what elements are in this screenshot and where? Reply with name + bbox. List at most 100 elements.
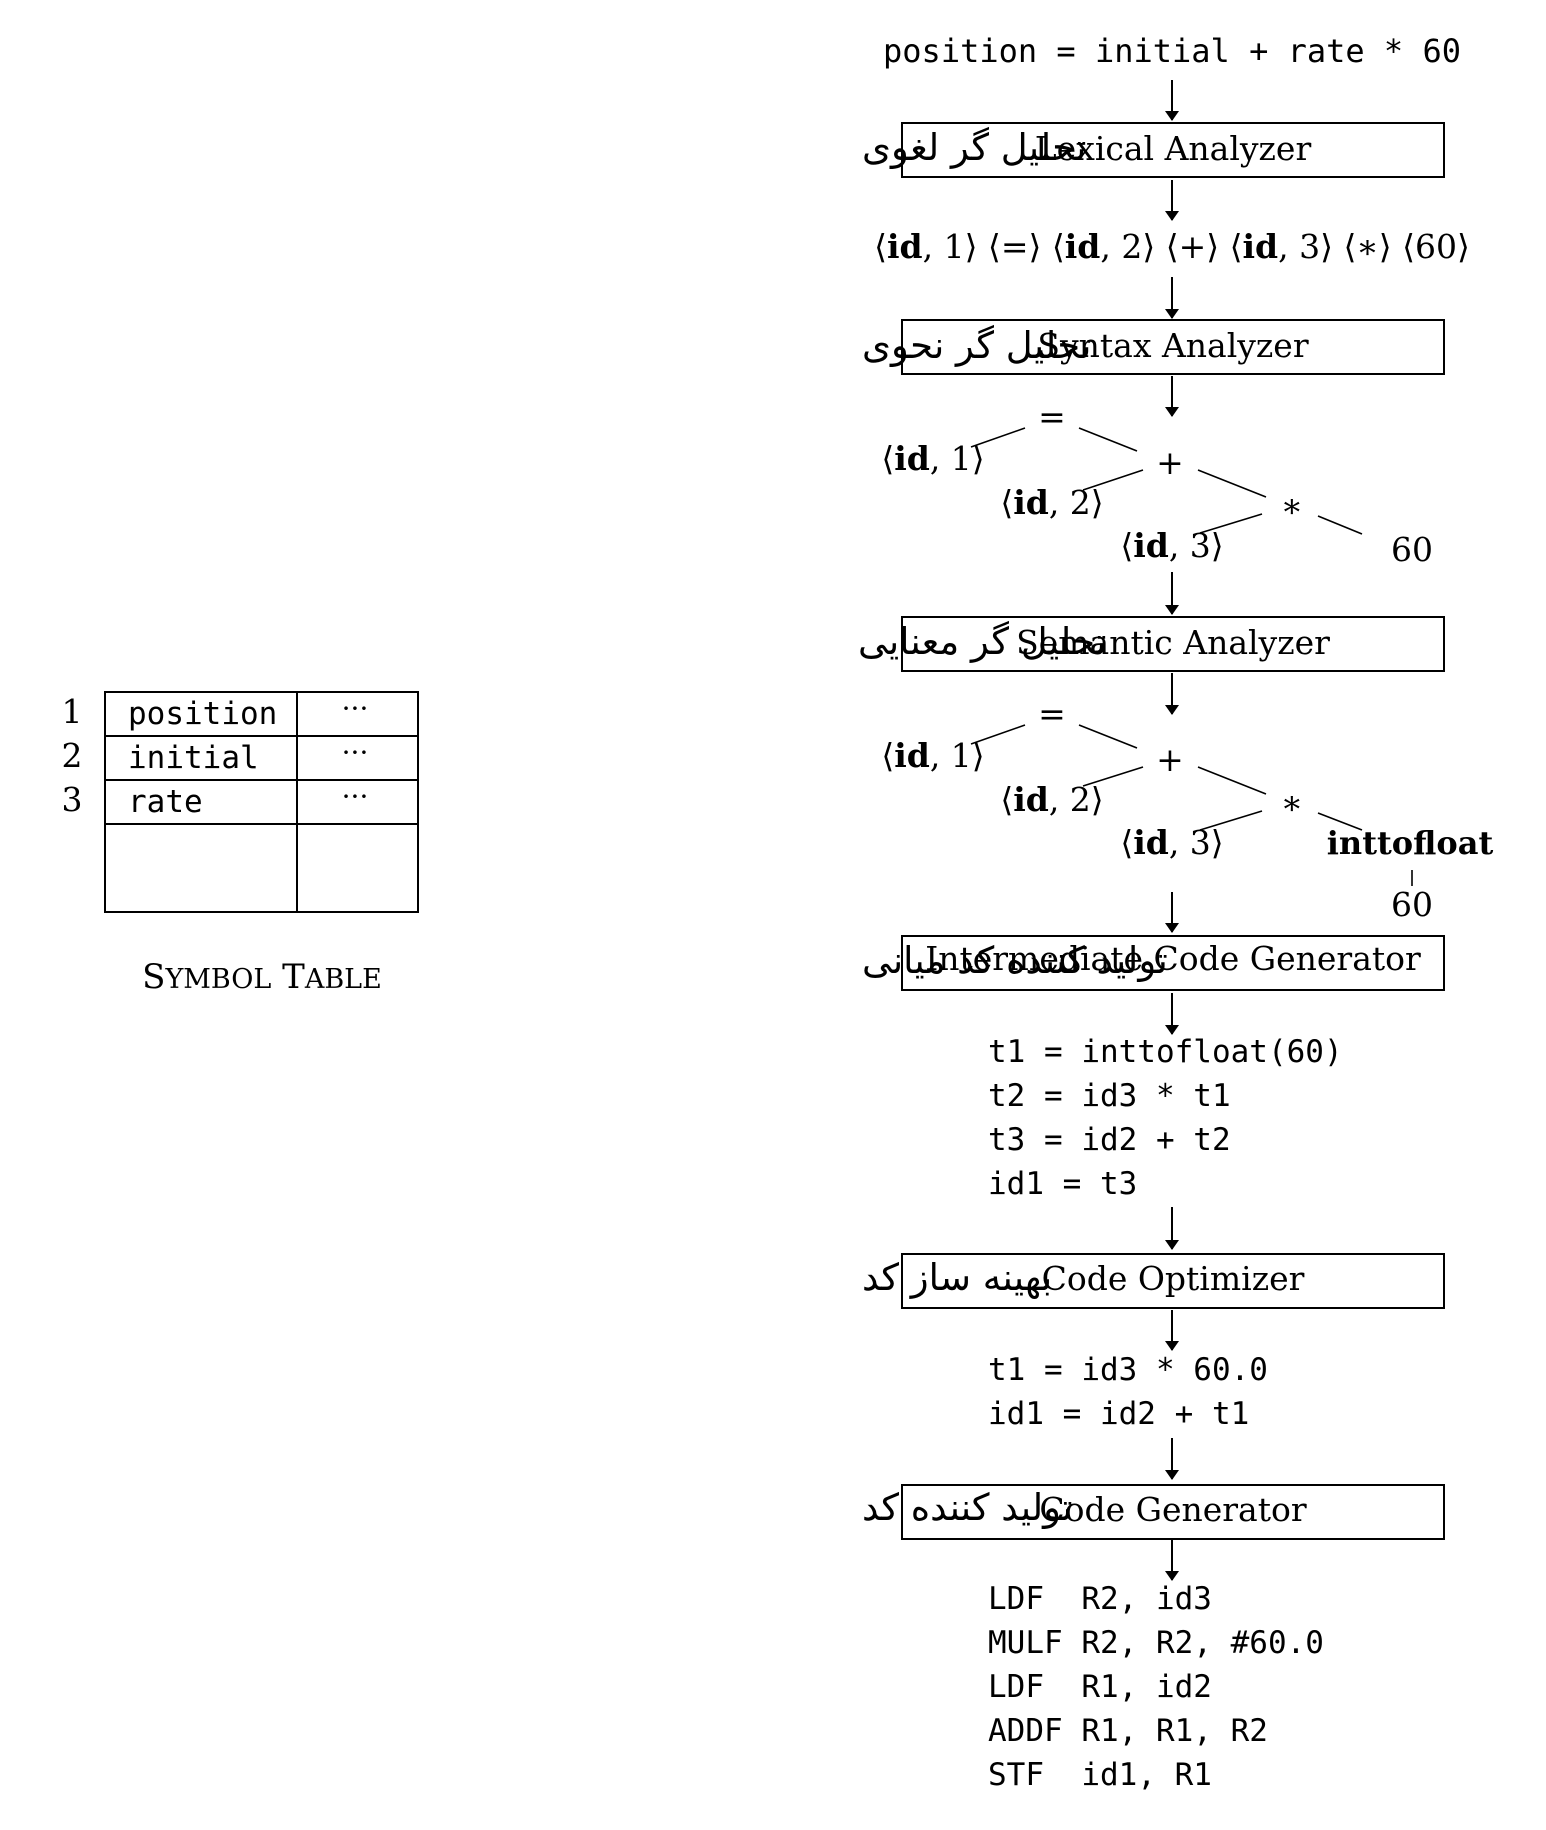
semantic-assign-node: = <box>1038 694 1066 733</box>
syntax-id3-kind: id <box>1133 526 1169 565</box>
syntax-tree: = + ∗ ⟨id, 1⟩ ⟨id, 2⟩ ⟨id, 3⟩ 60 <box>881 397 1433 569</box>
caption-word-2-initial: T <box>282 957 305 997</box>
semantic-id3-node: ⟨id, 3⟩ <box>1120 823 1223 862</box>
intermediate-line-1: t1 = inttofloat(60) <box>988 1034 1343 1070</box>
syntax-id2-kind: id <box>1013 483 1049 522</box>
semantic-tree-edges <box>970 724 1413 886</box>
phase-label-semantic: Semantic Analyzer <box>1016 623 1330 662</box>
phase-4: Intermediate Code Generator تولید کننده … <box>862 935 1445 991</box>
token-7-close: ⟩ <box>1457 227 1470 266</box>
syntax-assign-node: = <box>1038 397 1066 436</box>
phase-label-generator: Code Generator <box>1039 1490 1307 1529</box>
edge-assign-id1 <box>970 427 1026 448</box>
semantic-id2-node: ⟨id, 2⟩ <box>1000 780 1103 819</box>
semantic-times-node: ∗ <box>1281 783 1303 822</box>
phase-label-syntax: Syntax Analyzer <box>1037 326 1308 365</box>
caption-word-1-initial: S <box>142 957 165 997</box>
syntax-id1-node: ⟨id, 1⟩ <box>881 439 984 478</box>
edge-times-id3 <box>1199 810 1263 831</box>
symbol-row-name: initial <box>128 740 259 776</box>
target-code: LDF R2, id3 MULF R2, R2, #60.0 LDF R1, i… <box>988 1581 1324 1793</box>
symbol-row-index: 2 <box>62 736 83 775</box>
symbol-row-info: ··· <box>342 692 369 725</box>
token-5-close: ⟩ ⟨ <box>1320 227 1356 266</box>
token-1-open: ⟨ <box>874 227 887 266</box>
phase-box-optimizer <box>901 1253 1445 1309</box>
intermediate-line-2: t2 = id3 * t1 <box>988 1078 1231 1114</box>
syntax-times-node: ∗ <box>1281 486 1303 525</box>
semantic-id1-node: ⟨id, 1⟩ <box>881 736 984 775</box>
symbol-table-caption: SYMBOL TABLE <box>142 957 382 997</box>
semantic-id3-kind: id <box>1133 823 1169 862</box>
syntax-plus-node: + <box>1156 443 1184 482</box>
syntax-id1-num: 1 <box>951 439 972 478</box>
token-stream: ⟨id, 1⟩ ⟨=⟩ ⟨id, 2⟩ ⟨+⟩ ⟨id, 3⟩ ⟨∗⟩ ⟨60⟩ <box>874 227 1470 266</box>
syntax-id3-node: ⟨id, 3⟩ <box>1120 526 1223 565</box>
semantic-conversion-node: inttofloat <box>1327 824 1494 862</box>
token-2-close: ⟩ ⟨ <box>1028 227 1064 266</box>
token-1-close: ⟩ ⟨ <box>965 227 1001 266</box>
persian-label-optimizer: بهینه ساز کد <box>862 1256 1052 1299</box>
token-6-close: ⟩ ⟨ <box>1379 227 1415 266</box>
token-1-kind: id <box>887 227 923 266</box>
phase-box-intermediate <box>901 935 1445 991</box>
edge-plus-times <box>1197 766 1267 795</box>
optimized-line-2: id1 = id2 + t1 <box>988 1396 1249 1432</box>
target-line-5: STF id1, R1 <box>988 1757 1212 1793</box>
edge-plus-id2 <box>1082 766 1144 787</box>
syntax-id3-num: 3 <box>1190 526 1211 565</box>
caption-space <box>271 957 282 997</box>
symbol-row-index: 1 <box>62 692 83 731</box>
persian-label-intermediate: تولید کننده کد میانی <box>862 939 1168 982</box>
target-line-2: MULF R2, R2, #60.0 <box>988 1625 1324 1661</box>
symbol-row-info: ··· <box>342 780 369 813</box>
symbol-table-border <box>104 691 419 913</box>
symbol-table-row: 1 position ··· <box>62 692 369 732</box>
syntax-id1-kind: id <box>894 439 930 478</box>
semantic-plus-node: + <box>1156 740 1184 779</box>
symbol-table-row: 3 rate ··· <box>62 780 369 820</box>
target-line-3: LDF R1, id2 <box>988 1669 1212 1705</box>
edge-times-id3 <box>1199 513 1263 534</box>
token-1-num: 1 <box>944 227 965 266</box>
token-4-close: ⟩ ⟨ <box>1206 227 1242 266</box>
persian-label-syntax: تحلیل گر نحوی <box>862 324 1091 367</box>
phase-box-generator <box>901 1484 1445 1540</box>
edge-assign-plus <box>1078 724 1138 749</box>
target-line-1: LDF R2, id3 <box>988 1581 1212 1617</box>
optimized-line-1: t1 = id3 * 60.0 <box>988 1352 1268 1388</box>
phase-label-optimizer: Code Optimizer <box>1042 1259 1305 1298</box>
syntax-tree-edges <box>970 427 1363 535</box>
persian-label-generator: تولید کننده کد <box>862 1486 1073 1529</box>
semantic-id1-kind: id <box>894 736 930 775</box>
token-6-op: ∗ <box>1356 227 1378 266</box>
edge-times-conversion <box>1317 812 1363 831</box>
token-3-num: 2 <box>1121 227 1142 266</box>
source-expression: position = initial + rate * 60 <box>883 32 1461 70</box>
semantic-tree: = + ∗ ⟨id, 1⟩ ⟨id, 2⟩ ⟨id, 3⟩ inttofloat… <box>881 694 1493 924</box>
phase-box-syntax <box>901 319 1445 375</box>
edge-times-number <box>1317 515 1363 535</box>
persian-label-lexical: تحلیل گر لغوی <box>862 126 1086 169</box>
caption-word-1-rest: YMBOL <box>164 964 271 995</box>
edge-plus-id2 <box>1082 469 1144 491</box>
phase-label-intermediate: Intermediate Code Generator <box>925 939 1421 978</box>
token-4-op: + <box>1179 227 1207 266</box>
token-7-op: 60 <box>1415 227 1457 266</box>
phase-1: Lexical Analyzer تحلیل گر لغوی <box>862 122 1445 178</box>
phase-box-lexical <box>901 122 1445 178</box>
edge-assign-id1 <box>970 724 1026 745</box>
token-2-op: = <box>1001 227 1029 266</box>
token-5-sep: , <box>1278 227 1299 266</box>
symbol-row-index: 3 <box>62 780 83 819</box>
intermediate-code: t1 = inttofloat(60) t2 = id3 * t1 t3 = i… <box>988 1034 1343 1202</box>
token-3-sep: , <box>1100 227 1121 266</box>
persian-label-semantic: تحلیل گر معنایی <box>858 620 1106 663</box>
token-3-close: ⟩ ⟨ <box>1142 227 1178 266</box>
semantic-id3-num: 3 <box>1190 823 1211 862</box>
edge-assign-plus <box>1078 427 1138 452</box>
intermediate-line-4: id1 = t3 <box>988 1166 1137 1202</box>
symbol-row-name: position <box>128 696 277 732</box>
symbol-row-name: rate <box>128 784 203 820</box>
